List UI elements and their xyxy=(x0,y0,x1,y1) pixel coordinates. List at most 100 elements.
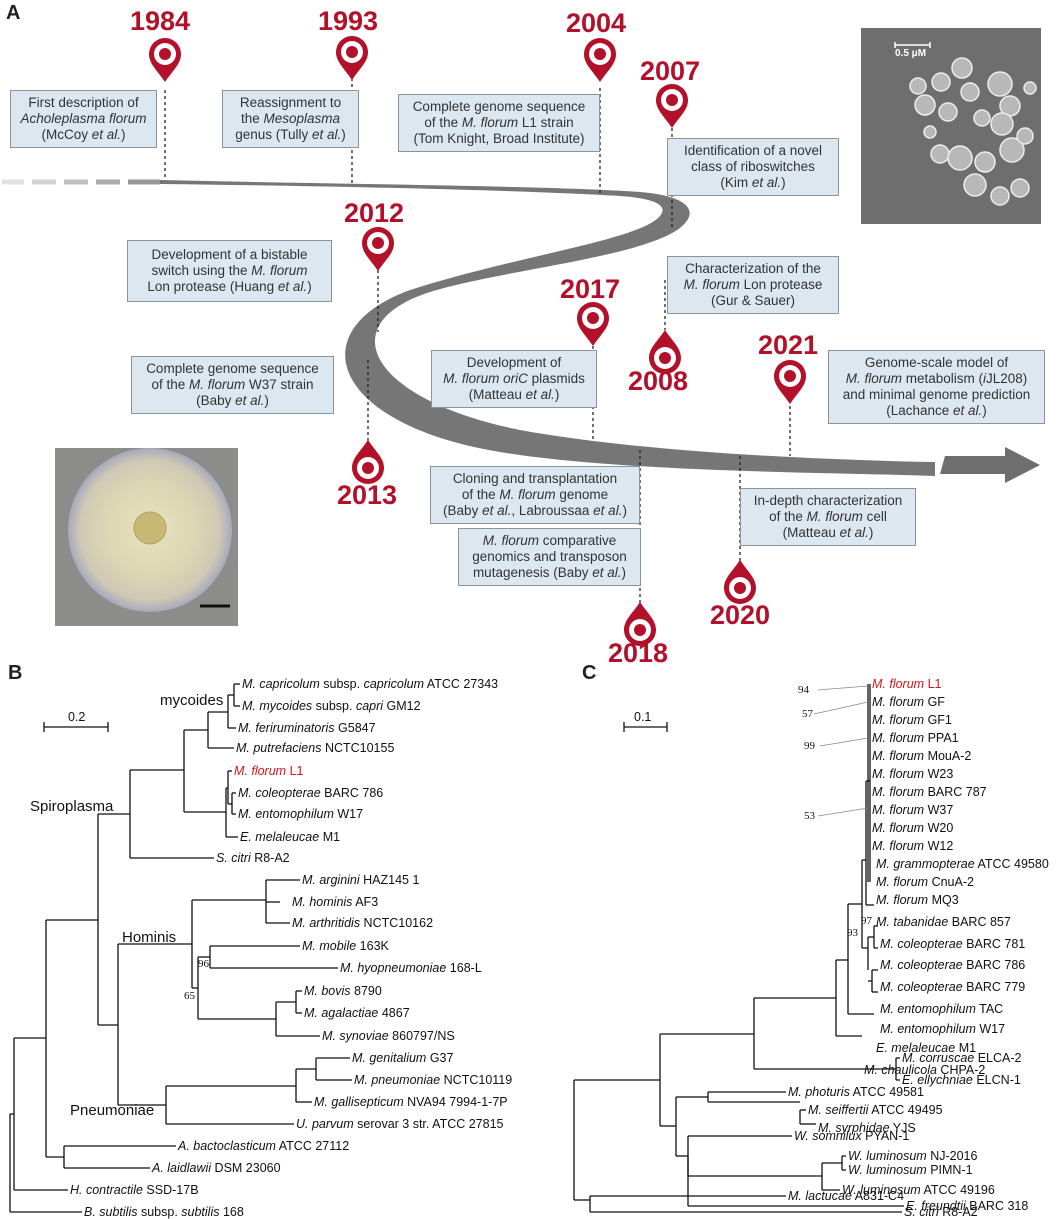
tree-b-leaf: H. contractile SSD-17B xyxy=(70,1183,199,1197)
tree-c-bootstrap-53: 53 xyxy=(804,810,815,822)
tree-c-leaf: M. florum GF xyxy=(872,695,945,709)
tree-b-leaf: M. mycoides subsp. capri GM12 xyxy=(242,699,421,713)
year-2008: 2008 xyxy=(628,366,689,396)
clade-mycoides: mycoides xyxy=(160,692,224,709)
tree-c-leaf: M. entomophilum W17 xyxy=(880,1022,1006,1036)
tree-c-leaf: M. florum MQ3 xyxy=(876,893,959,907)
sem-scale-label: 0.5 μM xyxy=(895,48,927,59)
tree-b-leaf: M. arginini HAZ145 1 xyxy=(302,873,420,887)
tree-c-bootstrap-99: 99 xyxy=(804,740,815,752)
tree-c-leaf: M. florum BARC 787 xyxy=(872,785,987,799)
tree-c-leaf: W. somnilux PYAN-1 xyxy=(794,1129,910,1143)
tree-c-leaders xyxy=(813,685,869,817)
tree-c-bootstrap-97: 97 xyxy=(861,915,872,927)
tree-b-leaf: M. hyopneumoniae 168-L xyxy=(340,961,482,975)
tree-c-leaf: E. freundtii BARC 318 xyxy=(906,1199,1029,1213)
tree-b-leaf: M. synoviae 860797/NS xyxy=(322,1029,455,1043)
panel-label-a: A xyxy=(6,2,21,24)
clade-hominis: Hominis xyxy=(122,929,177,946)
tree-b-leaf: M. arthritidis NCTC10162 xyxy=(292,916,434,930)
tree-b-leaf: B. subtilis subsp. subtilis 168 xyxy=(84,1205,244,1219)
tree-b-leaf: M. gallisepticum NVA94 7994-1-7P xyxy=(314,1095,508,1109)
tree-c-leaf: M. chaulicola CHPA-2 xyxy=(864,1063,986,1077)
tree-c-bootstrap-57: 57 xyxy=(802,708,813,720)
tree-b-leaf: M. agalactiae 4867 xyxy=(304,1006,410,1020)
tree-b-leaf: S. citri R8-A2 xyxy=(216,851,290,865)
clade-spiroplasma: Spiroplasma xyxy=(30,798,114,815)
tree-c-leaf: M. photuris ATCC 49581 xyxy=(788,1085,924,1099)
tree-c-leaf: M. entomophilum TAC xyxy=(880,1002,1004,1016)
tree-c-leaf: M. coleopterae BARC 779 xyxy=(880,980,1026,994)
tree-b-leaf: M. florum L1 xyxy=(234,764,304,778)
tree-c-leaf: M. florum W12 xyxy=(872,839,954,853)
tree-b-leaf: U. parvum serovar 3 str. ATCC 27815 xyxy=(296,1117,504,1131)
tree-c-leaf: W. luminosum PIMN-1 xyxy=(848,1163,973,1177)
tree-c-leaf: W. luminosum ATCC 49196 xyxy=(842,1183,995,1197)
tree-b-leaf: M. mobile 163K xyxy=(302,939,389,953)
tree-c-leaf: E. ellychniae ELCN-1 xyxy=(902,1073,1021,1087)
tree-b-leaf: M. bovis 8790 xyxy=(304,984,382,998)
tree-c-leaf: M. florum W20 xyxy=(872,821,954,835)
tree-c-leaf: W. luminosum NJ-2016 xyxy=(848,1149,978,1163)
tree-b-leaf: M. hominis AF3 xyxy=(292,895,379,909)
tree-c-leaf: M. florum PPA1 xyxy=(872,731,959,745)
timeline-arrow-body xyxy=(160,180,935,476)
tree-b-scale-label: 0.2 xyxy=(68,710,86,724)
tree-c-bootstrap-93: 93 xyxy=(847,927,858,939)
year-1993: 1993 xyxy=(318,6,379,36)
tree-c-leaf: M. grammopterae ATCC 49580 xyxy=(876,857,1049,871)
sem-micrograph xyxy=(861,28,1041,224)
year-2004: 2004 xyxy=(566,8,627,38)
tree-b-leaf: M. genitalium G37 xyxy=(352,1051,454,1065)
year-2017: 2017 xyxy=(560,274,621,304)
tree-c-bootstrap-94: 94 xyxy=(798,684,809,696)
tree-c-leaf: M. florum L1 xyxy=(872,677,942,691)
tree-b-leaf: M. putrefaciens NCTC10155 xyxy=(236,741,395,755)
tree-c-leaf: M. florum MouA-2 xyxy=(872,749,972,763)
year-2013: 2013 xyxy=(337,480,398,510)
tree-b-leaf: M. entomophilum W17 xyxy=(238,807,364,821)
tree-b-leaf: M. pneumoniae NCTC10119 xyxy=(354,1073,513,1087)
panel-label-c: C xyxy=(582,662,597,684)
year-2020: 2020 xyxy=(710,600,771,630)
clade-pneumoniae: Pneumoniae xyxy=(70,1102,155,1119)
year-2021: 2021 xyxy=(758,330,819,360)
year-2007: 2007 xyxy=(640,56,701,86)
tree-b-leaf: M. feriruminatoris G5847 xyxy=(238,721,376,735)
tree-c-leaf: M. coleopterae BARC 781 xyxy=(880,937,1026,951)
panel-label-b: B xyxy=(8,662,23,684)
tree-b-leaf: E. melaleucae M1 xyxy=(240,830,341,844)
timeline-graphic xyxy=(2,28,1041,646)
tree-c-leaf: M. syrphidae YJS xyxy=(818,1121,916,1135)
tree-c-scale-label: 0.1 xyxy=(634,710,652,724)
tree-c-leaf: M. tabanidae BARC 857 xyxy=(876,915,1011,929)
tree-c-leaf: M. coleopterae BARC 786 xyxy=(880,958,1026,972)
tree-b-leaf: M. coleopterae BARC 786 xyxy=(238,786,384,800)
tree-c-leaf: M. seiffertii ATCC 49495 xyxy=(808,1103,943,1117)
tree-c-leaf: M. florum W37 xyxy=(872,803,954,817)
tree-b-bootstrap-65: 65 xyxy=(184,990,195,1002)
tree-b-bootstrap-96: 96 xyxy=(198,958,209,970)
year-1984: 1984 xyxy=(130,6,191,36)
year-2012: 2012 xyxy=(344,198,405,228)
